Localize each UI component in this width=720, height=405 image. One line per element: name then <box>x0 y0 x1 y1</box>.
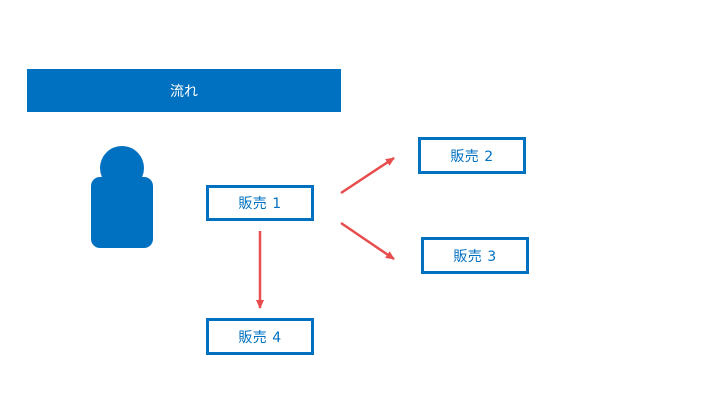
node-sales-3-label: 販売 3 <box>453 248 497 265</box>
node-sales-2: 販売 2 <box>418 137 526 174</box>
arrow-sales1-to-sales3 <box>340 221 395 261</box>
person-icon <box>91 146 153 248</box>
node-sales-1: 販売 1 <box>206 185 314 221</box>
node-sales-2-label: 販売 2 <box>450 148 494 165</box>
node-sales-4-label: 販売 4 <box>238 329 282 346</box>
header-title: 流れ <box>170 83 198 100</box>
node-sales-1-label: 販売 1 <box>238 196 282 212</box>
node-sales-3: 販売 3 <box>421 237 529 274</box>
node-sales-4: 販売 4 <box>206 318 314 355</box>
arrow-sales1-to-sales2 <box>340 156 395 195</box>
person-icon-head <box>100 146 144 190</box>
header-bar: 流れ <box>27 69 341 112</box>
